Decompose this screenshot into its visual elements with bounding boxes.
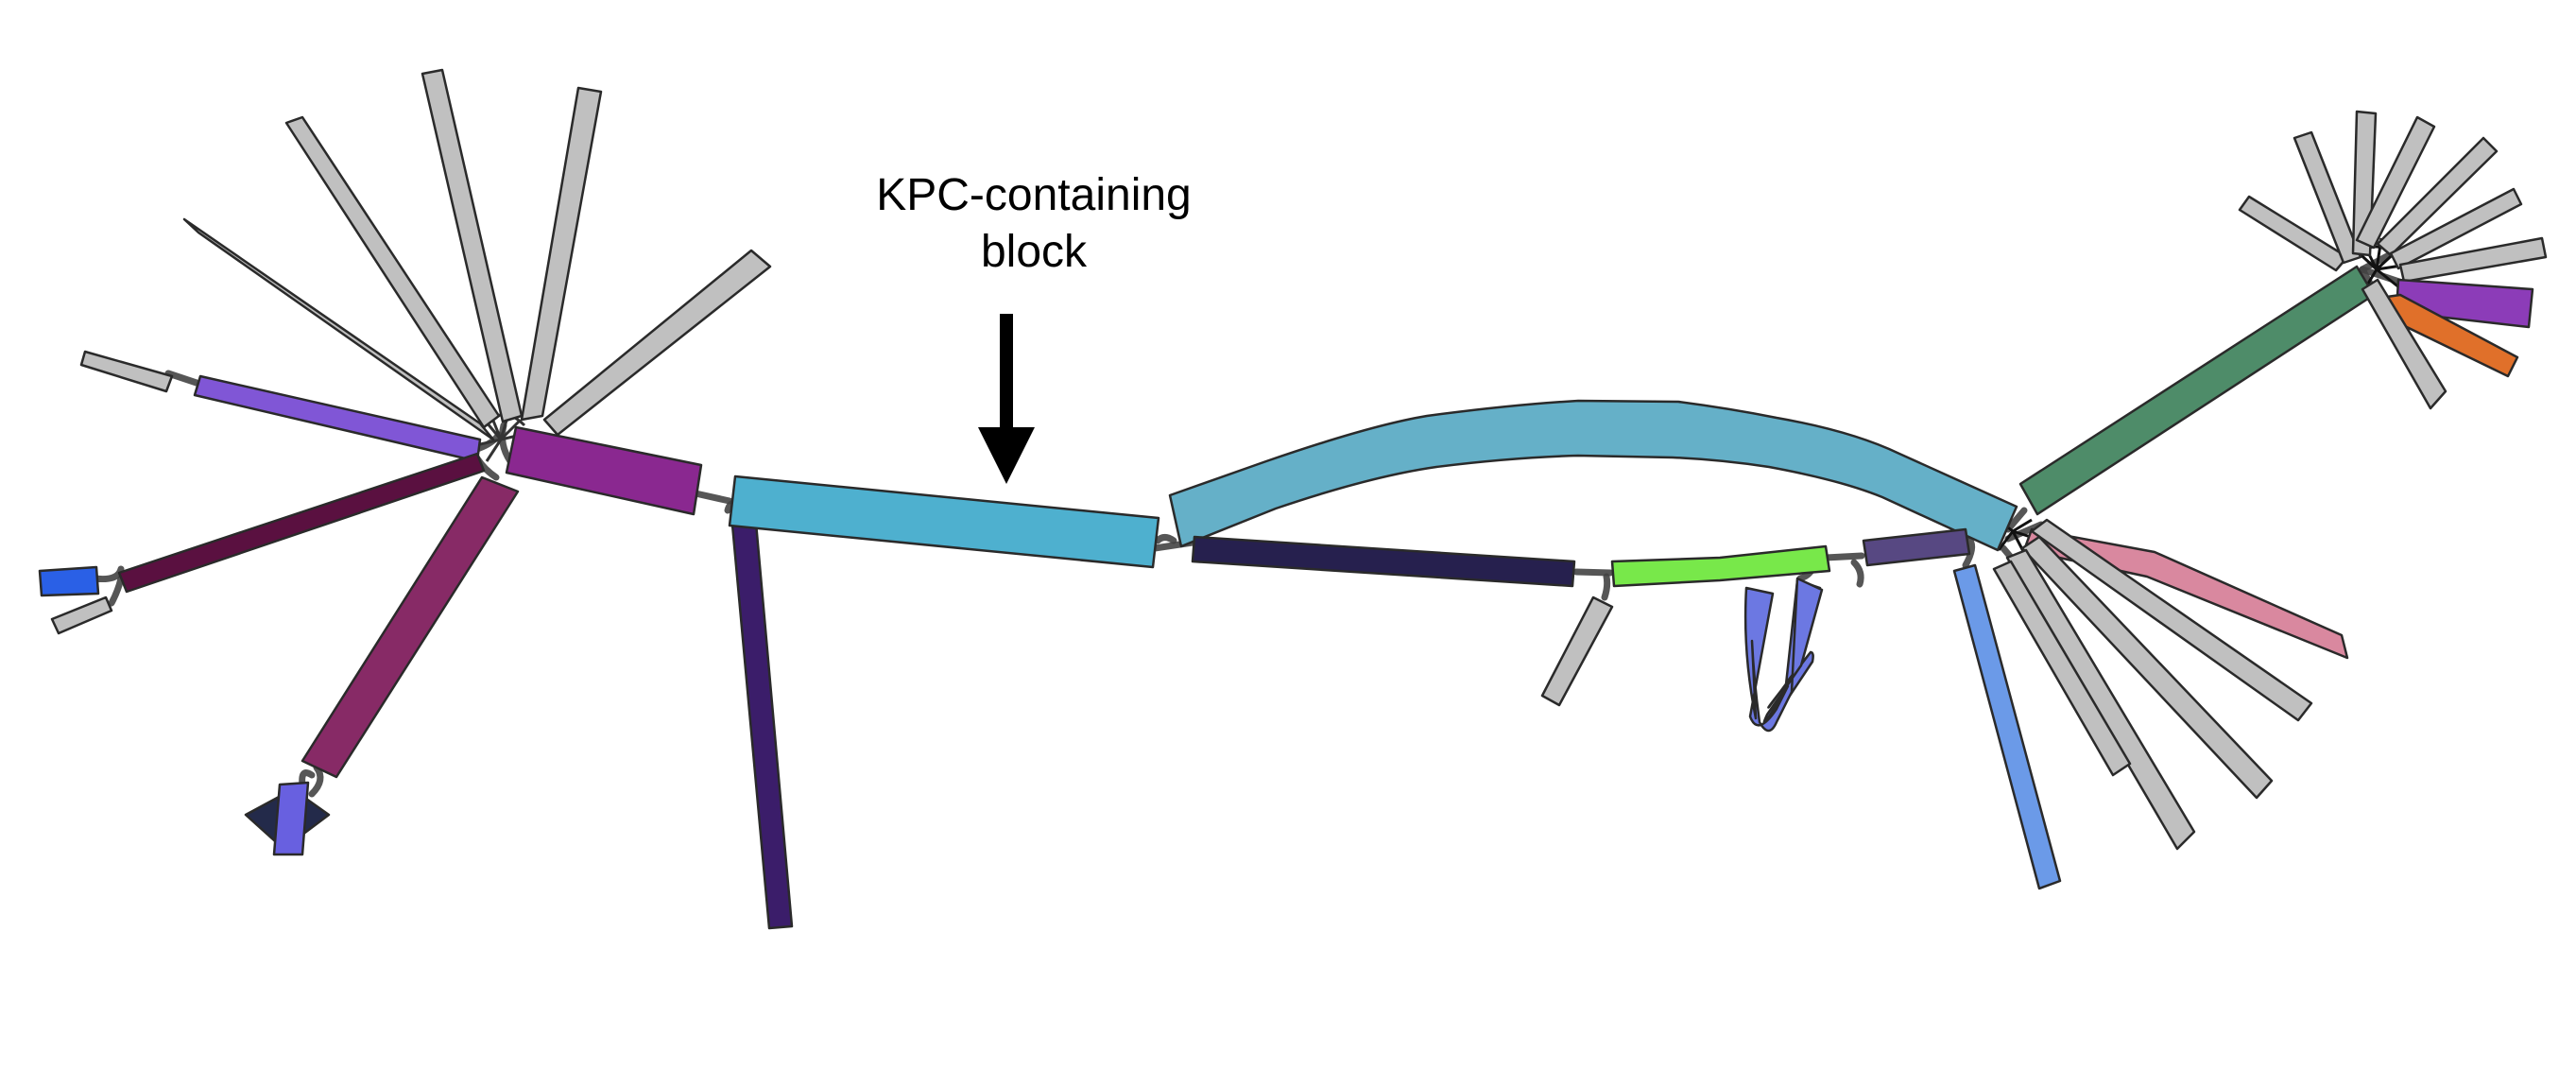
edge xyxy=(91,565,125,582)
slate-purple-contig xyxy=(1862,527,1971,567)
periwinkle-loop-contig xyxy=(1743,577,1824,733)
magenta-hub-contig xyxy=(505,425,703,516)
lime-contig xyxy=(1610,544,1831,588)
grey-contig xyxy=(284,115,501,429)
kpc-annotation: KPC-containing block xyxy=(876,170,1192,484)
dark-navy-contig xyxy=(1191,535,1576,588)
blue-small-contig xyxy=(38,565,100,597)
edge xyxy=(108,575,125,607)
plum-contig xyxy=(301,475,520,779)
left-colored-contigs xyxy=(38,374,703,856)
annotation-line-2: block xyxy=(981,227,1088,277)
wine-contig xyxy=(117,452,486,594)
grey-contig xyxy=(2389,187,2523,270)
central-chain xyxy=(728,399,2062,930)
grey-contig xyxy=(520,86,603,422)
right-mid-cluster xyxy=(1992,265,2376,851)
violet-contig xyxy=(193,374,482,463)
edge xyxy=(1962,537,1976,569)
grey-contig xyxy=(2020,535,2274,800)
left-grey-spokes xyxy=(50,68,772,635)
right-top-cluster xyxy=(2238,110,2548,410)
grey-contig xyxy=(542,249,772,437)
edge xyxy=(1822,552,1865,561)
indigo-vertical-contig xyxy=(730,521,794,930)
kpc-block-contig xyxy=(728,474,1160,569)
grey-contig xyxy=(2361,278,2447,410)
grey-contig xyxy=(2293,130,2362,265)
grey-contig xyxy=(50,595,113,635)
edge xyxy=(2359,251,2393,273)
dark-green-contig xyxy=(2018,265,2376,516)
arc-block-contig xyxy=(1168,399,2018,552)
edge xyxy=(1850,559,1864,588)
edge xyxy=(1154,534,1177,544)
grey-contig xyxy=(182,217,495,441)
edge xyxy=(2004,507,2028,533)
grey-contig xyxy=(1540,595,1614,707)
edge xyxy=(692,490,733,505)
grey-contig xyxy=(1992,560,2132,777)
annotation-arrow-head xyxy=(978,427,1035,484)
periwinkle-small-contig xyxy=(272,781,310,856)
annotation-arrow-shaft xyxy=(1000,314,1013,437)
annotation-line-1: KPC-containing xyxy=(876,170,1192,220)
cornflower-contig xyxy=(1952,563,2062,890)
edge xyxy=(1601,573,1611,601)
edge xyxy=(308,764,324,798)
grey-contig xyxy=(2030,518,2313,722)
grey-contig xyxy=(2355,115,2436,250)
grey-contig xyxy=(79,350,174,393)
edge xyxy=(1572,568,1614,577)
edge xyxy=(164,370,200,387)
grey-contig xyxy=(421,68,524,423)
